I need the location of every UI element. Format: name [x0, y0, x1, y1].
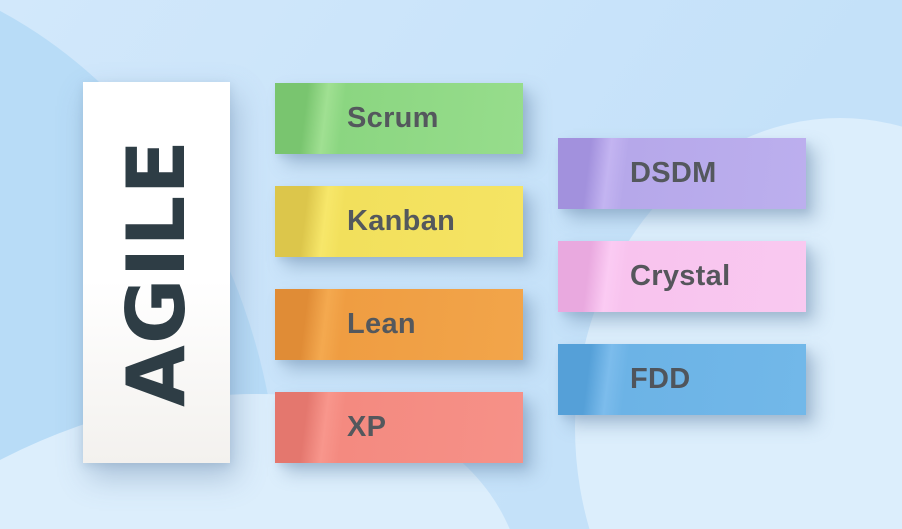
note-label-lean: Lean — [347, 308, 416, 340]
agile-card: AGILE — [83, 82, 230, 463]
notes-column-left: Scrum Kanban Lean XP — [275, 83, 523, 463]
sticky-note-fdd: FDD — [558, 344, 806, 415]
note-label-dsdm: DSDM — [630, 157, 717, 189]
agile-title: AGILE — [109, 138, 203, 407]
sticky-note-crystal: Crystal — [558, 241, 806, 312]
note-label-fdd: FDD — [630, 363, 691, 395]
note-label-xp: XP — [347, 411, 387, 443]
note-label-scrum: Scrum — [347, 102, 439, 134]
sticky-note-kanban: Kanban — [275, 186, 523, 257]
note-label-crystal: Crystal — [630, 260, 731, 292]
notes-column-right: DSDM Crystal FDD — [558, 138, 806, 415]
sticky-note-dsdm: DSDM — [558, 138, 806, 209]
sticky-note-lean: Lean — [275, 289, 523, 360]
sticky-note-scrum: Scrum — [275, 83, 523, 154]
note-label-kanban: Kanban — [347, 205, 456, 237]
sticky-note-xp: XP — [275, 392, 523, 463]
